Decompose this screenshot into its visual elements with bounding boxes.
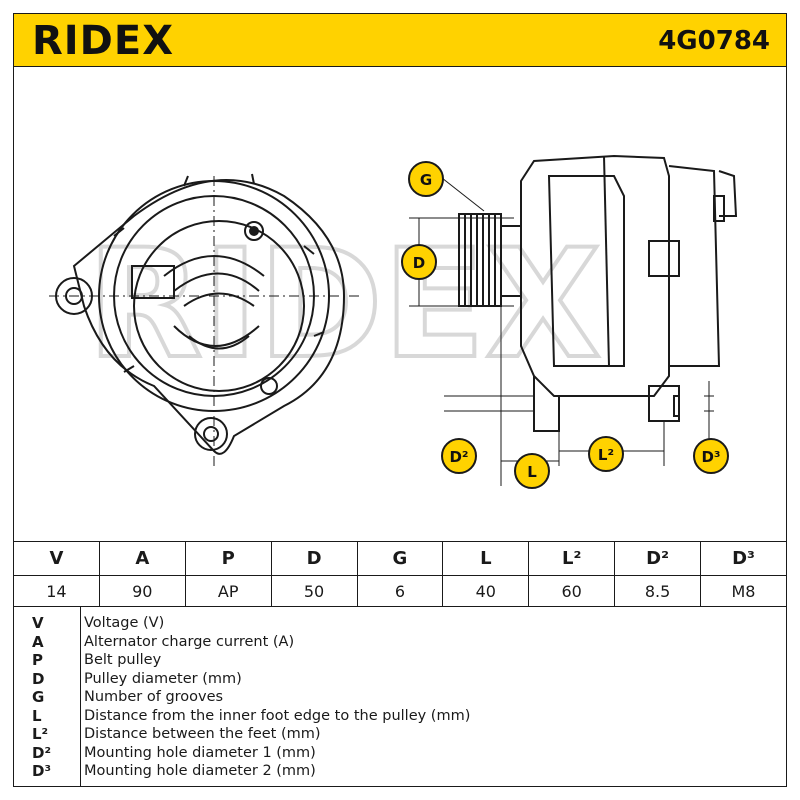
legend-item: L² Distance between the feet (mm) — [14, 725, 786, 744]
legend-key: L — [32, 706, 42, 725]
spec-value: 40 — [442, 575, 530, 607]
spec-value-row: 14 90 AP 50 6 40 60 8.5 M8 — [13, 575, 787, 607]
legend-description: Distance between the feet (mm) — [84, 726, 321, 742]
legend-divider — [80, 606, 81, 786]
spec-header: D³ — [700, 541, 787, 576]
part-number: 4G0784 — [658, 26, 770, 56]
callout-g: G — [408, 161, 444, 197]
legend-item: G Number of grooves — [14, 688, 786, 707]
legend-item: P Belt pulley — [14, 651, 786, 670]
spec-header: D² — [614, 541, 701, 576]
alternator-side-view — [458, 154, 738, 432]
spec-value: 50 — [270, 575, 358, 607]
legend: V Voltage (V) A Alternator charge curren… — [13, 606, 787, 787]
legend-item: D² Mounting hole diameter 1 (mm) — [14, 744, 786, 763]
legend-description: Pulley diameter (mm) — [84, 670, 242, 687]
legend-description: Mounting hole diameter 2 (mm) — [84, 763, 316, 779]
callout-g-label: G — [420, 171, 432, 189]
spec-header: A — [98, 541, 186, 576]
callout-d-label: D — [413, 254, 425, 272]
callout-l2: L² — [588, 436, 624, 472]
callout-d: D — [401, 244, 437, 280]
spec-header-row: V A P D G L L² D² D³ — [13, 541, 787, 576]
callout-l: L — [514, 453, 550, 489]
legend-description: Alternator charge current (A) — [84, 633, 295, 650]
legend-key: L² — [32, 725, 49, 743]
callout-l-label: L — [527, 463, 537, 481]
callout-l2-label: L² — [598, 446, 614, 464]
legend-description: Number of grooves — [84, 689, 224, 705]
legend-item: D Pulley diameter (mm) — [14, 670, 786, 689]
dimension-lines — [409, 177, 714, 486]
spec-header: G — [356, 541, 444, 576]
legend-key: G — [32, 688, 45, 706]
spec-value: 8.5 — [614, 575, 701, 607]
alternator-drawing: RIDEX — [49, 154, 738, 489]
legend-key: D³ — [32, 762, 52, 780]
legend-description: Voltage (V) — [84, 615, 165, 631]
legend-key: D² — [32, 743, 52, 762]
legend-key: D — [32, 669, 45, 688]
spec-header: L — [442, 541, 530, 576]
legend-key: P — [32, 651, 43, 669]
legend-description: Mounting hole diameter 1 (mm) — [84, 744, 316, 761]
callout-d2: D² — [441, 438, 477, 474]
spec-value: 90 — [98, 575, 186, 607]
legend-key: A — [32, 632, 44, 651]
spec-table: V A P D G L L² D² D³ 14 90 AP 50 6 40 60… — [13, 541, 787, 607]
legend-key: V — [32, 614, 44, 632]
callout-d3-label: D³ — [701, 448, 720, 466]
spec-value: M8 — [700, 575, 787, 607]
legend-item: L Distance from the inner foot edge to t… — [14, 707, 786, 726]
legend-description: Distance from the inner foot edge to the… — [84, 707, 471, 724]
spec-header: V — [13, 541, 100, 576]
callout-d3: D³ — [693, 438, 729, 474]
spec-header: D — [270, 541, 358, 576]
spec-header: L² — [528, 541, 616, 576]
spec-value: 14 — [13, 575, 100, 607]
legend-description: Belt pulley — [84, 652, 162, 668]
spec-value: 6 — [356, 575, 444, 607]
spec-value: AP — [184, 575, 272, 607]
spec-header: P — [184, 541, 272, 576]
spec-value: 60 — [528, 575, 616, 607]
center-lines — [49, 176, 359, 466]
legend-item: D³ Mounting hole diameter 2 (mm) — [14, 762, 786, 781]
legend-item: V Voltage (V) — [14, 614, 786, 633]
brand-logo: RIDEX — [32, 18, 175, 64]
callout-d2-label: D² — [449, 448, 468, 466]
legend-item: A Alternator charge current (A) — [14, 633, 786, 652]
header-bar: RIDEX 4G0784 — [13, 13, 787, 67]
